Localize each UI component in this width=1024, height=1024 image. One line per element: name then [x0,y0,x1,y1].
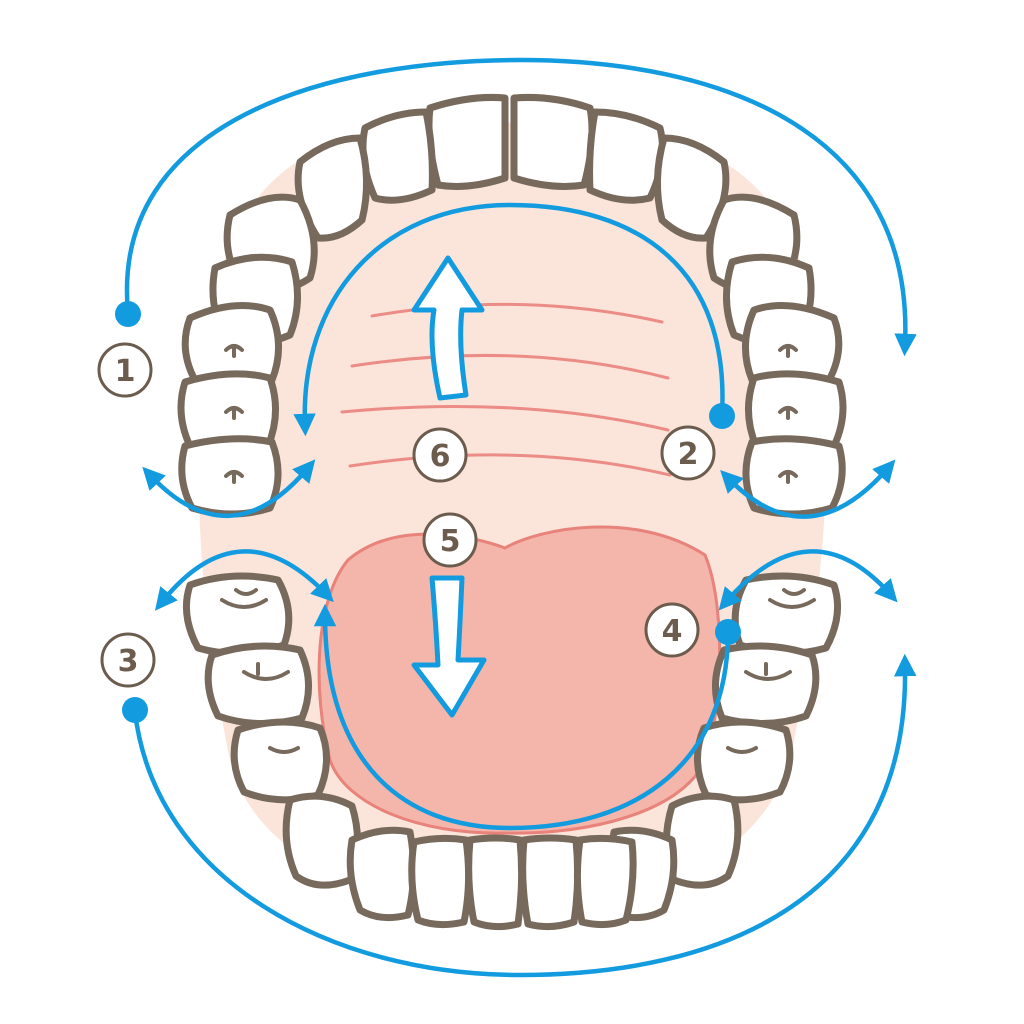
upper-molar [178,435,282,518]
step-1-badge-circle [97,342,153,398]
upper-lateral-incisor [359,108,436,204]
right-upper-swing-arrow [720,459,896,519]
step-6-badge-circle [412,427,468,483]
step-4-inner-arc-arrow [313,603,731,831]
step-5-down-arrow [411,575,487,718]
step-5-badge: 5 [422,512,478,568]
step-4-start-dot [715,619,741,645]
lower-canine [282,792,362,889]
upper-lateral-incisor [586,108,666,204]
lower-incisor [573,834,637,929]
step-badges: 1 2 3 4 5 6 [97,342,716,688]
step-3-outer-arc-arrow [132,653,917,978]
step-4-label: 4 [662,614,683,649]
brushing-arrows [124,57,917,978]
step-1-label: 1 [115,354,136,389]
step-3-badge: 3 [100,632,156,688]
lower-molar [711,642,820,727]
step-5-label: 5 [440,524,461,559]
upper-incisor [425,93,509,190]
step-1-badge: 1 [97,342,153,398]
step-6-badge: 6 [412,427,468,483]
step-2-label: 2 [678,437,699,472]
upper-canine [654,134,730,242]
lower-canine [662,792,742,889]
step-3-start-dot [122,697,148,723]
lower-teeth [182,572,842,931]
step-4-badge-circle [644,602,700,658]
lower-lateral-incisor [346,826,418,922]
step-2-start-dot [709,403,735,429]
step-2-badge-circle [660,425,716,481]
right-lower-swing-arrow [718,549,898,611]
lower-incisor [408,834,473,929]
left-upper-swing-arrow [142,459,316,519]
lower-premolar [693,718,794,804]
step-1-start-dot [115,301,141,327]
step-6-up-arrow [411,255,485,401]
step-3-label: 3 [118,644,139,679]
step-3-badge-circle [100,632,156,688]
step-2-inner-arc-arrow [293,202,725,437]
step-1-outer-arc-arrow [124,57,917,357]
lower-incisor [519,834,582,931]
step-2-badge: 2 [660,425,716,481]
upper-incisor [510,93,596,190]
arc-start-dots [115,301,741,723]
step-5-badge-circle [422,512,478,568]
lower-incisor [465,834,526,931]
lower-molar [182,572,293,657]
lower-molar [731,572,842,657]
lower-molar [204,642,313,727]
step-6-label: 6 [430,439,451,474]
palate-ridges [340,302,672,477]
left-lower-swing-arrow [154,549,334,611]
lower-premolar [230,718,331,804]
step-4-badge: 4 [644,602,700,658]
